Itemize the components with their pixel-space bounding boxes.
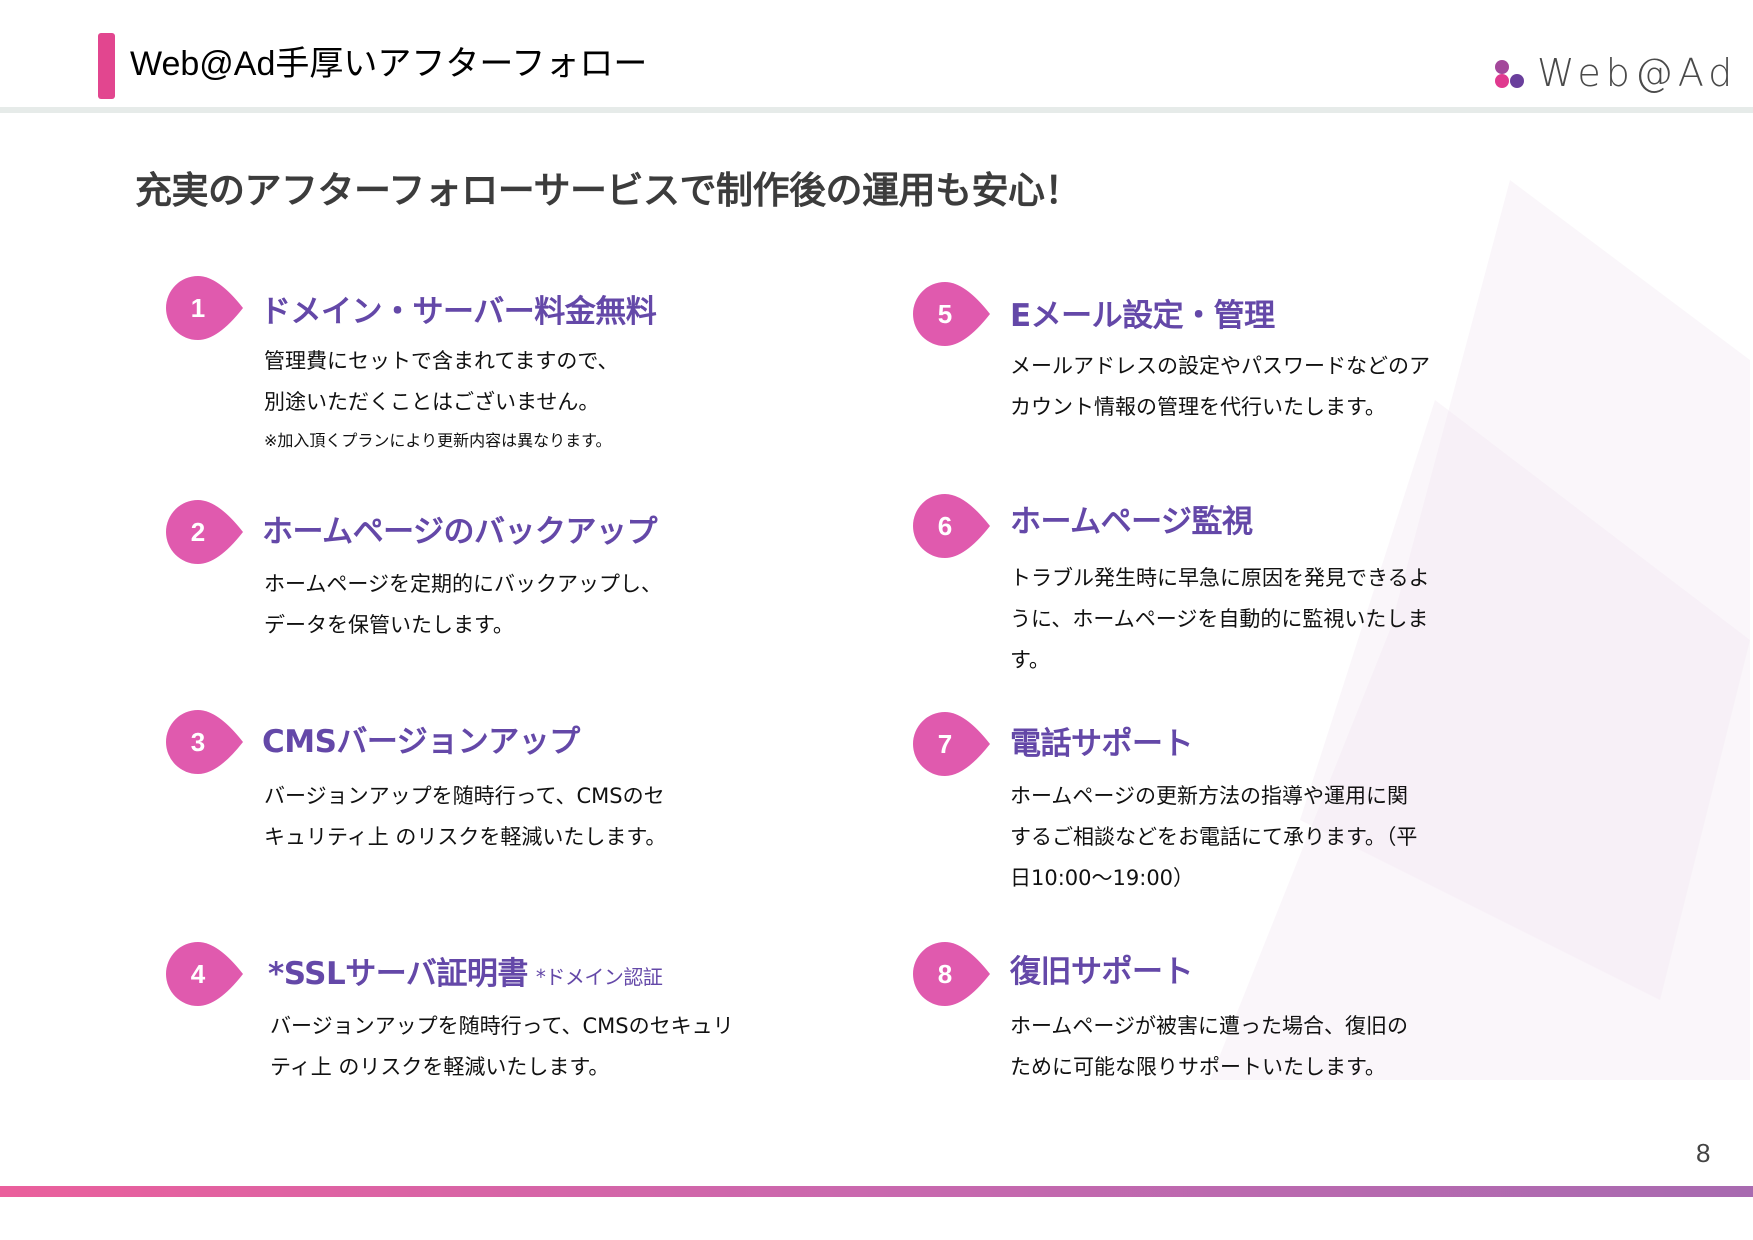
item-title: 電話サポート [1010, 726, 1194, 762]
item-description: ホームページの更新方法の指導や運用に関 するご相談などをお電話にて承ります。（平… [1010, 784, 1418, 890]
item-description: バージョンアップを随時行って、CMSのセキュリ ティ上 のリスクを軽減いたします… [270, 1014, 734, 1079]
badge-shape-icon [166, 710, 243, 774]
item-description: バージョンアップを随時行って、CMSのセ キュリティ上 のリスクを軽減いたします… [264, 784, 667, 849]
number-badge: 5 [913, 282, 991, 346]
item-description: 管理費にセットで含まれてますので、 別途いただくことはございません。 ※加入頂く… [264, 341, 618, 459]
badge-shape-icon [166, 500, 243, 564]
item-description: ホームページを定期的にバックアップし、 データを保管いたします。 [264, 572, 662, 637]
badge-shape-icon [913, 494, 990, 558]
item-description: メールアドレスの設定やパスワードなどのア カウント情報の管理を代行いたします。 [1010, 354, 1430, 419]
item-description: ホームページが被害に遭った場合、復旧の ために可能な限りサポートいたします。 [1010, 1014, 1408, 1079]
header-divider [0, 107, 1753, 113]
section-heading: 充実のアフターフォローサービスで制作後の運用も安心！ [135, 169, 1082, 212]
item-title: 復旧サポート [1010, 954, 1194, 990]
footer-gradient-bar [0, 1186, 1753, 1197]
item-title: CMSバージョンアップ [262, 724, 580, 760]
number-badge: 7 [913, 712, 991, 776]
header-accent-bar [98, 33, 115, 99]
item-title-note: *ドメイン認証 [535, 965, 663, 989]
brand-logo: Web@Ad [1493, 52, 1737, 94]
number-badge: 1 [166, 276, 244, 340]
badge-shape-icon [166, 276, 243, 340]
item-title: *SSLサーバ証明書*ドメイン認証 [268, 956, 663, 992]
badge-shape-icon [913, 942, 990, 1006]
item-title: Eメール設定・管理 [1010, 298, 1275, 334]
item-title: ホームページ監視 [1010, 504, 1253, 540]
item-footnote: ※加入頂くプランにより更新内容は異なります。 [264, 431, 612, 450]
page-number: 8 [1696, 1138, 1711, 1168]
logo-dots-icon [1493, 56, 1527, 90]
badge-shape-icon [913, 282, 990, 346]
number-badge: 2 [166, 500, 244, 564]
number-badge: 3 [166, 710, 244, 774]
item-description: トラブル発生時に早急に原因を発見できるよ うに、ホームページを自動的に監視いたし… [1010, 566, 1430, 672]
logo-text: Web@Ad [1537, 51, 1738, 95]
number-badge: 6 [913, 494, 991, 558]
page-title: Web@Ad手厚いアフターフォロー [130, 45, 648, 83]
number-badge: 8 [913, 942, 991, 1006]
item-title: ドメイン・サーバー料金無料 [260, 294, 657, 330]
number-badge: 4 [166, 942, 244, 1006]
badge-shape-icon [913, 712, 990, 776]
badge-shape-icon [166, 942, 243, 1006]
item-title: ホームページのバックアップ [262, 514, 657, 550]
